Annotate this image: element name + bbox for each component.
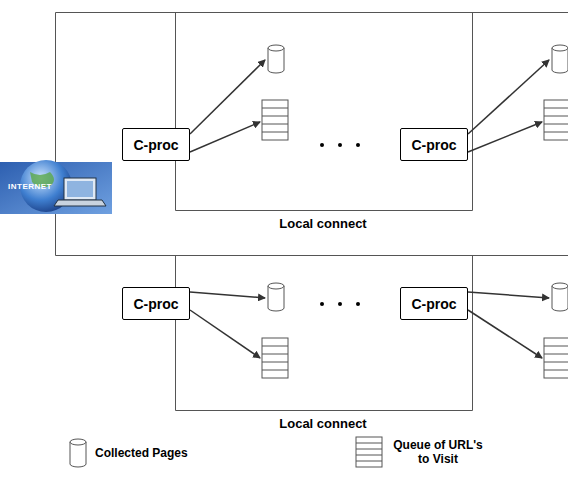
process-box: C-proc: [122, 128, 190, 161]
process-label: C-proc: [133, 296, 178, 312]
process-box: C-proc: [400, 128, 468, 161]
process-label: C-proc: [411, 137, 456, 153]
process-label: C-proc: [411, 296, 456, 312]
legend-text: Queue of URL's to Visit: [388, 438, 488, 466]
bus-label: Local connect: [279, 416, 366, 431]
legend-text: Collected Pages: [95, 446, 188, 460]
process-label: C-proc: [133, 137, 178, 153]
process-box: C-proc: [122, 287, 190, 320]
internet-icon: [0, 160, 112, 214]
internet-label: INTERNET: [8, 182, 52, 191]
bus-label: Local connect: [279, 216, 366, 231]
process-box: C-proc: [400, 287, 468, 320]
